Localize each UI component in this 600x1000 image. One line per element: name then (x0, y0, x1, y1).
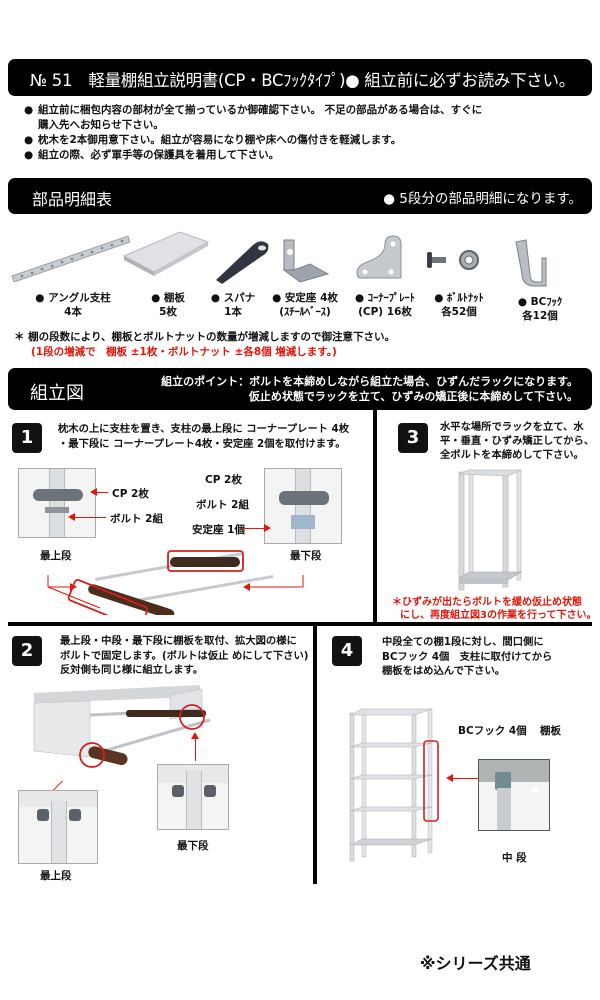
step-4-middle-closeup (478, 759, 550, 831)
parts-list-title: 部品明細表 (32, 190, 113, 209)
note-item: 購入先へお知らせ下さい。 (38, 119, 164, 131)
divider-vertical-top (373, 410, 377, 625)
quantity-caution: ＊ 棚の段数により、棚板とボルトナットの数量が増減しますので御注意下さい。 (1… (14, 331, 396, 358)
step-3-standing-rack (457, 469, 523, 591)
step-1-bolt-left-label: ボルト 2組 (110, 513, 163, 525)
angle-post-icon (11, 235, 130, 282)
part-item: ● 安定座 4枚 (ｽﾁｰﾙﾍﾞｰｽ) (272, 292, 338, 318)
step-4-hook-label: BCフック 4個 (458, 725, 527, 737)
part-item: ● ﾎﾞﾙﾄﾅｯﾄ 各52個 (434, 292, 484, 318)
quantity-caution-red: (1段の増減で 棚板 ±1枚・ボルトナット ±各8個 増減します。) (31, 346, 337, 358)
title-bar: № 51 軽量棚組立説明書(CP・BCﾌｯｸﾀｲﾌﾟ)● 組立前に必ずお読み下さ… (8, 59, 592, 96)
step-4-five-tier-rack (349, 708, 439, 862)
step-2-number: 2 (12, 636, 42, 666)
step-2-bottom-closeup (157, 764, 229, 830)
divider-horizontal (8, 622, 592, 626)
part-item: ● ｺｰﾅｰﾌﾟﾚｰﾄ (CP) 16枚 (354, 292, 416, 318)
step-2-frame-with-shelves (33, 685, 211, 768)
note-item: ●枕木を2本御用意下さい。組立が容易になり棚や床への傷付きを軽減します。 (24, 134, 402, 146)
corner-plate-icon (356, 235, 402, 279)
document-title: № 51 軽量棚組立説明書(CP・BCﾌｯｸﾀｲﾌﾟ)● 組立前に必ずお読み下さ… (30, 71, 575, 90)
step-2-top-closeup (18, 790, 98, 864)
step-2-bottom-label: 最下段 (177, 840, 209, 852)
part-item: ● 棚板 5枚 (151, 292, 185, 318)
part-item: ● スパナ 1本 (210, 292, 256, 318)
divider-vertical-bottom (313, 622, 317, 884)
step-4-text: 中段全ての棚1段に対し、間口側に BCフック 4個 支柱に取付けてから 棚板をは… (382, 636, 553, 677)
stabilizer-base-icon (282, 239, 330, 283)
step-1-text: 枕木の上に支柱を置き、支柱の最上段に コーナープレート 4枚 ・最下段に コーナ… (58, 423, 350, 450)
step-1-top-closeup (18, 468, 96, 538)
shelf-board-icon (122, 231, 210, 276)
step-1-base-right-label: 安定座 1個 (192, 524, 245, 536)
parts-list-header: 部品明細表 ● 5段分の部品明細になります。 (8, 178, 592, 214)
step-1-top-label: 最上段 (40, 550, 72, 562)
part-item: ● アングル支柱 4本 (35, 292, 111, 318)
note-item: ●組立前に梱包内容の部材が全て揃っているか御確認下さい。 不足の部品がある場合は… (24, 104, 483, 116)
step-4-board-label: 棚板 (540, 725, 561, 737)
step-1-frame-on-sleepers (47, 550, 304, 615)
part-item: ● BCﾌｯｸ 各12個 (517, 296, 563, 322)
step-2-top-label: 最上段 (40, 870, 72, 882)
step-4-number: 4 (332, 636, 362, 666)
spanner-icon (216, 241, 269, 284)
step-3-number: 3 (398, 423, 428, 453)
step-2-text: 最上段・中段・最下段に棚板を取付、拡大図の様に ボルトで固定します。(ボルトは仮… (60, 635, 309, 676)
bc-hook-icon (515, 239, 547, 287)
assembly-header: 組立図 組立のポイント：ボルトを本締めしながら組立た場合、ひずんだラックになりま… (8, 368, 592, 410)
step-1-number: 1 (12, 423, 42, 453)
assembly-title: 組立図 (30, 383, 84, 404)
assembly-point: 組立のポイント：ボルトを本締めしながら組立た場合、ひずんだラックになります。 仮… (161, 375, 578, 403)
parts-list-note: ● 5段分の部品明細になります。 (383, 191, 582, 207)
precaution-notes: ●組立前に梱包内容の部材が全て揃っているか御確認下さい。 不足の部品がある場合は… (24, 103, 584, 163)
step-1-bolt-right-label: ボルト 2組 (196, 499, 249, 511)
step-1-bottom-closeup (264, 468, 342, 544)
step-1-bottom-label: 最下段 (290, 550, 322, 562)
step-4-middle-label: 中 段 (502, 852, 527, 864)
series-common-note: ※シリーズ共通 (420, 954, 531, 973)
step-1-cp-right-label: CP 2枚 (205, 474, 242, 486)
bolt-nut-icon (427, 250, 479, 270)
parts-list: ● アングル支柱 4本 ● 棚板 5枚 ● スパナ 1本 ● 安定座 4枚 (ｽ… (0, 228, 600, 328)
step-1-cp-left-label: CP 2枚 (112, 488, 149, 500)
note-item: ●組立の際、必ず軍手等の保護具を着用して下さい。 (24, 149, 280, 161)
step-3-text: 水平な場所でラックを立て、水 平・垂直・ひずみ矯正してから、 全ボルトを本締めし… (440, 421, 595, 461)
step-3-warning: ＊ひずみが出たらボルトを緩め仮止め状態 にし、再度組立図3の作業を行って下さい。 (392, 597, 597, 621)
